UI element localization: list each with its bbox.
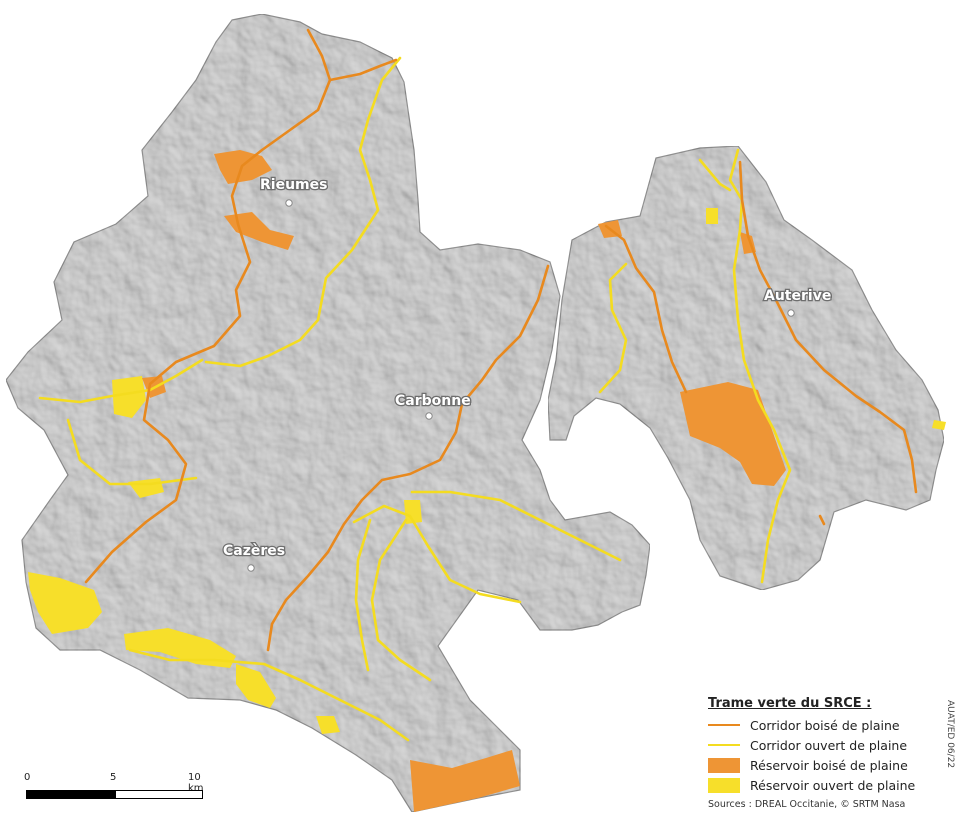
corridor-open-line [38,358,204,404]
corridor-open-line [128,648,410,742]
legend-swatch [708,744,740,746]
legend-label: Réservoir ouvert de plaine [750,777,916,793]
reservoir-wooded-patch [680,382,786,486]
vertical-credit: AUAT/ED 06/22 [945,700,955,769]
legend-swatch [708,757,740,773]
reservoir-open-patch [932,420,946,430]
corridor-open-line [352,504,522,604]
corridor-open-line [370,518,432,682]
corridor-open-line [598,262,628,394]
corridor-open-line [410,490,622,562]
map-legend: Trame verte du SRCE : Corridor boisé de … [708,696,948,810]
legend-title: Trame verte du SRCE : [708,696,872,711]
legend-label: Corridor boisé de plaine [750,717,900,733]
reservoir-open-patch [28,572,102,634]
scale-segment-dark [26,790,116,799]
city-label: Rieumes [260,177,327,193]
reservoir-open-patch [124,628,236,668]
legend-label: Réservoir boisé de plaine [750,757,908,773]
reservoir-wooded-patch [410,750,520,812]
corridor-wooded-line [328,58,398,82]
corridor-open-line [698,158,732,192]
territory-west [5,13,651,813]
territory [5,13,945,813]
legend-item-reservoir-wooded: Réservoir boisé de plaine [708,755,948,775]
corridor-open-line [66,418,198,486]
city-rieumes: Rieumes [259,176,329,207]
corridor-wooded-line [604,224,688,394]
corridor-open-line [204,56,402,368]
city-dot [787,309,795,317]
legend-item-reservoir-open: Réservoir ouvert de plaine [708,775,948,795]
corridor-open-line [354,518,372,672]
cities: Rieumes Auterive Carbonne Cazères [222,176,833,572]
corridor-wooded-line [266,264,550,652]
scale-tick-label: 0 [24,772,31,783]
reservoir-open-patch [236,664,276,708]
city-dot [247,564,255,572]
corridor-wooded-line [84,28,332,584]
reservoir-open-patch [706,208,718,224]
scale-tick-label: 10 km [188,772,204,794]
city-dot [285,199,293,207]
legend-swatch [708,724,740,726]
city-label: Carbonne [395,393,471,409]
city-label: Cazères [223,543,285,559]
corridors-wooded [84,28,918,652]
city-carbonne: Carbonne [394,392,472,420]
city-label: Auterive [764,288,831,304]
reservoir-open-patch [316,716,340,734]
sources-credit: Sources : DREAL Occitanie, © SRTM Nasa [708,799,906,810]
city-auterive: Auterive [763,287,833,317]
scale-tick-label: 5 [110,772,117,783]
legend-item-corridor-wooded: Corridor boisé de plaine [708,715,948,735]
scale-bar: 0 5 10 km [24,772,206,812]
legend-swatch [708,777,740,793]
corridor-wooded-line [818,514,826,526]
city-cazeres: Cazères [222,542,286,572]
city-dot [425,412,433,420]
reservoir-open-patch [112,376,146,418]
reservoir-wooded-patch [224,212,294,250]
scale-segment-light [115,790,203,799]
legend-label: Corridor ouvert de plaine [750,737,908,753]
reservoir-open-patch [404,500,422,524]
corridor-wooded-line [738,160,918,494]
legend-item-corridor-open: Corridor ouvert de plaine [708,735,948,755]
